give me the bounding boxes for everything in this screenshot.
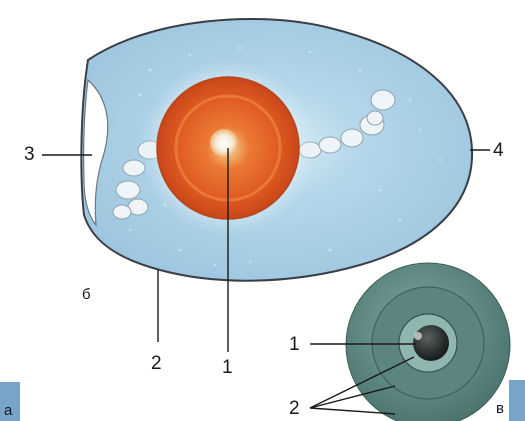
cross-section-core <box>413 325 449 361</box>
label-membranes: 2 <box>289 399 300 418</box>
right-corner-accent <box>509 380 525 421</box>
panel-label-left-corner: а <box>4 403 12 418</box>
label-albumen: 2 <box>151 354 162 373</box>
label-shell: 4 <box>493 141 504 160</box>
cross-section-highlight <box>414 332 422 340</box>
panel-label-cross-section: в <box>496 401 504 416</box>
germinal-disc <box>210 129 238 157</box>
label-yolk: 1 <box>222 358 233 377</box>
label-air-cell: 3 <box>24 145 35 164</box>
label-nucleus: 1 <box>289 335 300 354</box>
panel-label-egg: б <box>82 287 91 302</box>
egg-cross-section <box>310 263 510 421</box>
